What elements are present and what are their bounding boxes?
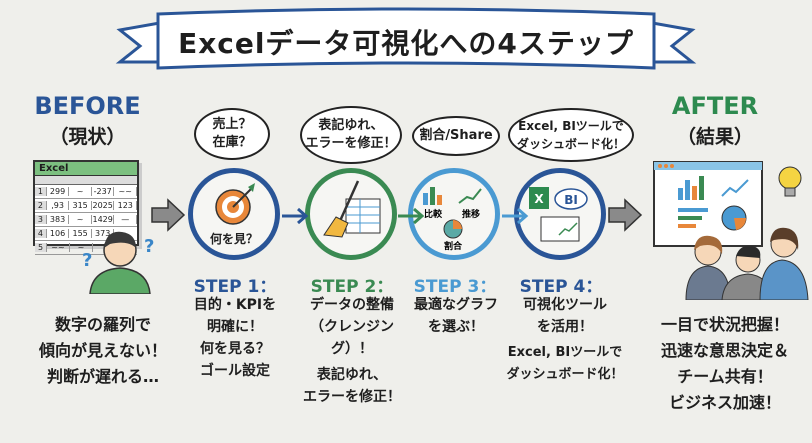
desc-line: ダッシュボード化！ — [506, 367, 624, 382]
bubble-text: 割合/Share — [419, 128, 493, 143]
step1-label: STEP 1： — [193, 277, 277, 297]
step-arrow-icon — [398, 207, 425, 224]
after-text: 一目で状況把握！ 迅速な意思決定＆ チーム共有！ ビジネス加速！ — [640, 312, 810, 416]
broom-icon — [323, 180, 381, 238]
sheet-cell: 1429 — [92, 215, 115, 224]
bubble-text: 売上？ — [212, 117, 252, 132]
step-arrow-icon — [502, 207, 529, 224]
chart-caption-compare: 比較 — [424, 208, 443, 220]
desc-line: （クレンジング）！ — [310, 319, 394, 357]
after-line: 迅速な意思決定＆ — [660, 341, 789, 360]
bi-logo: BI — [564, 193, 578, 207]
dashboard-team-illustration — [653, 161, 809, 300]
before-text: 数字の羅列で 傾向が見えない！ 判断が遅れる… — [18, 312, 188, 390]
desc-line: 表記ゆれ、 — [316, 367, 388, 383]
sheet-cell: 4 — [35, 229, 47, 238]
charts-icon: 比較 推移 割合 — [423, 187, 482, 252]
sheet-cell: ,93 — [47, 201, 70, 210]
page-title: Excelデータ可視化への4ステップ — [178, 27, 634, 60]
sheet-cell: 155 — [69, 229, 92, 238]
step4-speech-bubble: Excel, BIツールでダッシュボード化！ — [508, 108, 634, 162]
step2-speech-bubble: 表記ゆれ、エラーを修正！ — [300, 106, 402, 164]
chart-caption-share: 割合 — [444, 240, 463, 252]
step4-circle: X BI — [514, 168, 606, 260]
before-subheading: （現状） — [49, 126, 126, 148]
step2-label: STEP 2： — [310, 277, 394, 297]
desc-line: 明確に！ — [207, 319, 263, 335]
sheet-cell: 3 — [35, 215, 47, 224]
before-heading: BEFORE — [34, 92, 141, 120]
sheet-cell: ~~ — [47, 243, 70, 252]
step3-speech-bubble: 割合/Share — [412, 116, 500, 156]
sheet-cell: 299 — [47, 187, 70, 196]
svg-text:?: ? — [82, 250, 92, 271]
sheet-cell: 2025 — [92, 201, 115, 210]
step1-description: 目的・KPIを明確に！ 何を見る？ ゴール設定 — [175, 294, 295, 382]
sheet-cell: 2 — [35, 201, 47, 210]
excel-logo: X — [534, 192, 544, 206]
desc-line: 目的・KPIを — [193, 297, 277, 313]
title-banner — [115, 7, 697, 70]
chart-caption-trend: 推移 — [462, 208, 480, 220]
excel-bi-icon: X BI — [529, 187, 588, 242]
step2-circle — [305, 168, 397, 260]
sheet-cell: 383 — [47, 215, 70, 224]
desc-line: 最適なグラフ — [414, 297, 498, 313]
bubble-text: Excel, BIツールで — [518, 119, 624, 133]
before-line: 判断が遅れる… — [46, 367, 159, 386]
step1-icon-caption: 何を見？ — [210, 231, 258, 246]
after-subheading: （結果） — [676, 126, 753, 148]
step4-description: 可視化ツールを活用！ Excel, BIツールでダッシュボード化！ — [500, 294, 630, 386]
sheet-cell: ~ — [70, 243, 93, 252]
after-heading: AFTER — [671, 92, 759, 120]
step1-circle: 何を見？ — [188, 168, 280, 260]
confused-person-icon: ? ? — [82, 231, 154, 294]
sheet-cell: ~ — [69, 187, 92, 196]
sheet-cell: 315 — [69, 201, 92, 210]
desc-line: ゴール設定 — [200, 363, 270, 379]
step-arrow-icon — [282, 207, 309, 224]
step1-speech-bubble: 売上？ 在庫？ — [194, 108, 270, 160]
step2-description: データの整備 （クレンジング）！ 表記ゆれ、エラーを修正！ — [292, 294, 412, 408]
sheet-header-row — [35, 176, 137, 185]
sheet-cell: 123 — [114, 201, 138, 210]
bubble-text: ダッシュボード化！ — [516, 137, 625, 151]
bubble-text: 在庫？ — [212, 135, 252, 150]
after-line: チーム共有！ — [677, 367, 773, 386]
sheet-cell: 5 — [35, 243, 47, 252]
bubble-text: エラーを修正！ — [305, 136, 397, 151]
target-icon: 何を見？ — [210, 183, 258, 246]
sheet-cell: 1 — [35, 187, 47, 196]
step3-circle: 比較 推移 割合 — [408, 168, 500, 260]
sheet-cell: -237 — [92, 187, 115, 196]
step4-label: STEP 4： — [519, 277, 603, 297]
sheet-cell: — — [114, 215, 138, 224]
before-line: 数字の羅列で — [54, 315, 151, 334]
arrow-right-icon — [608, 198, 643, 232]
sheet-cell: ~ — [69, 215, 92, 224]
sheet-cell: 106 — [47, 229, 70, 238]
svg-text:?: ? — [144, 236, 154, 257]
sheet-row: 5~~~ — [35, 241, 137, 255]
after-line: ビジネス加速！ — [668, 393, 781, 412]
desc-line: を活用！ — [537, 319, 593, 335]
spreadsheet-title: Excel — [35, 162, 137, 176]
after-line: 一目で状況把握！ — [660, 315, 789, 334]
before-line: 傾向が見えない！ — [38, 341, 167, 360]
desc-line: データの整備 — [310, 297, 394, 313]
bubble-text: 表記ゆれ、 — [318, 118, 384, 133]
step3-label: STEP 3： — [413, 277, 497, 297]
desc-line: を選ぶ！ — [428, 319, 484, 335]
desc-line: 何を見る？ — [200, 341, 270, 357]
desc-line: エラーを修正！ — [303, 389, 401, 405]
step3-description: 最適なグラフを選ぶ！ — [396, 294, 516, 338]
desc-line: 可視化ツール — [523, 297, 607, 313]
desc-line: Excel, BIツールで — [507, 345, 623, 360]
sheet-cell: ~~ — [114, 187, 138, 196]
arrow-right-icon — [151, 198, 186, 232]
